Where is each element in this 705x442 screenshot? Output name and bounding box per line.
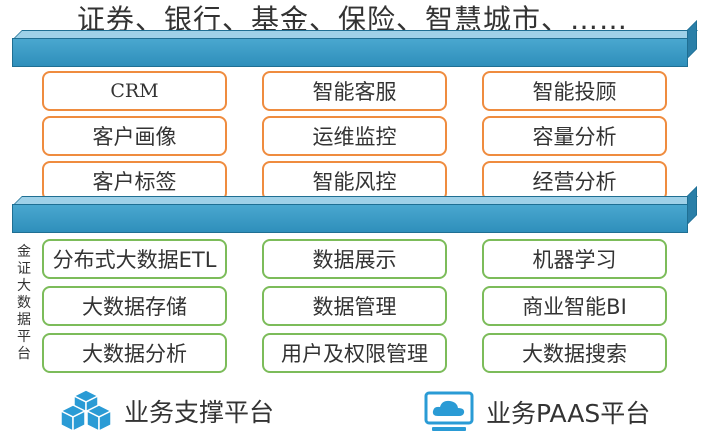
- side-char: 金: [17, 244, 31, 260]
- box-smart-service: 智能客服: [262, 71, 447, 111]
- box-machine-learning: 机器学习: [482, 239, 667, 279]
- box-data-management: 数据管理: [262, 286, 447, 326]
- side-label: 金 证 大 数 据 平 台: [14, 244, 34, 363]
- box-crm: CRM: [42, 71, 227, 111]
- side-char: 平: [17, 329, 31, 345]
- box-big-data-storage: 大数据存储: [42, 286, 227, 326]
- box-business-analysis: 经营分析: [482, 161, 667, 201]
- box-customer-portrait: 客户画像: [42, 116, 227, 156]
- side-char: 数: [17, 295, 31, 311]
- cubes-icon: [60, 389, 112, 433]
- side-char: 台: [17, 346, 31, 362]
- box-ops-monitoring: 运维监控: [262, 116, 447, 156]
- side-char: 大: [17, 278, 31, 294]
- legend-paas-platform: 业务PAAS平台: [424, 390, 650, 434]
- legend-support-label: 业务支撑平台: [124, 398, 275, 427]
- legend-support-platform: 业务支撑平台: [60, 388, 274, 434]
- box-big-data-search: 大数据搜索: [482, 333, 667, 373]
- cloud-monitor-icon: [424, 391, 474, 431]
- box-capacity-analysis: 容量分析: [482, 116, 667, 156]
- box-user-permission: 用户及权限管理: [262, 333, 447, 373]
- box-smart-risk: 智能风控: [262, 161, 447, 201]
- box-big-data-analysis: 大数据分析: [42, 333, 227, 373]
- box-smart-advisor: 智能投顾: [482, 71, 667, 111]
- legend-paas-label: 业务PAAS平台: [486, 399, 651, 428]
- side-char: 证: [17, 261, 31, 277]
- box-customer-tags: 客户标签: [42, 161, 227, 201]
- box-business-intelligence: 商业智能BI: [482, 286, 667, 326]
- box-distributed-etl: 分布式大数据ETL: [42, 239, 227, 279]
- box-data-display: 数据展示: [262, 239, 447, 279]
- side-char: 据: [17, 312, 31, 328]
